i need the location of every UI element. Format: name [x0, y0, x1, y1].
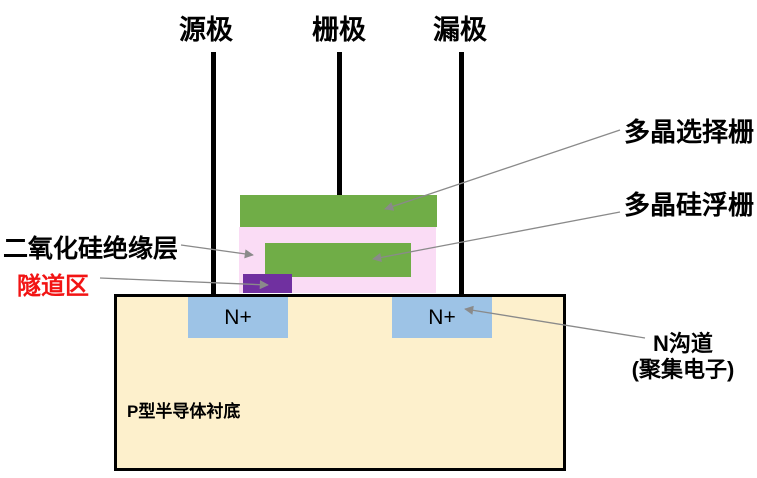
n-plus-source-region: N+	[188, 297, 288, 338]
tunnel-region-annotation: 隧道区	[17, 273, 89, 300]
oxide-layer-annotation: 二氧化硅绝缘层	[3, 235, 179, 263]
poly-floating-gate	[265, 243, 411, 277]
source-terminal-label: 源极	[179, 15, 233, 45]
floating-gate-annotation: 多晶硅浮栅	[624, 190, 755, 220]
source-electrode-line	[211, 52, 216, 296]
tunnel-region	[243, 274, 292, 293]
n-plus-drain-label: N+	[428, 305, 456, 329]
substrate-label: P型半导体衬底	[127, 402, 241, 421]
n-plus-drain-region: N+	[392, 297, 492, 338]
gate-electrode-line	[337, 52, 342, 196]
drain-terminal-label: 漏极	[433, 15, 487, 45]
p-substrate	[114, 294, 566, 471]
gate-terminal-label: 栅极	[312, 15, 366, 45]
drain-electrode-line	[459, 52, 464, 296]
n-channel-annotation: N沟道 (聚集电子)	[632, 331, 735, 383]
select-gate-annotation: 多晶选择栅	[624, 117, 755, 147]
n-channel-annotation-line1: N沟道	[653, 331, 713, 356]
poly-select-gate	[240, 195, 437, 227]
n-channel-annotation-line2: (聚集电子)	[631, 357, 735, 382]
n-plus-source-label: N+	[224, 305, 252, 329]
